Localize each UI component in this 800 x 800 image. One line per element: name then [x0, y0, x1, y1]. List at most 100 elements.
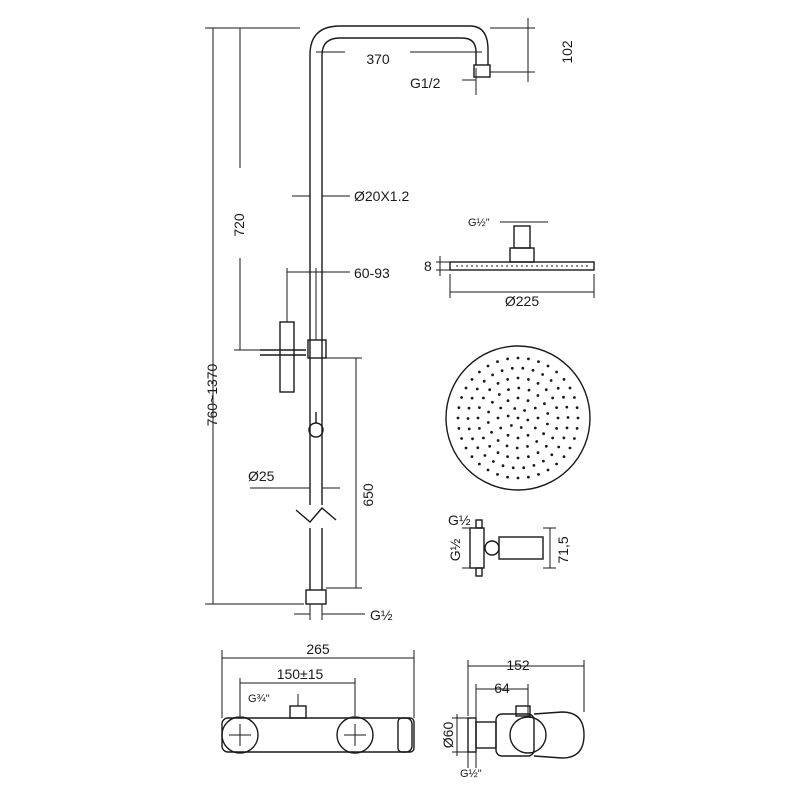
nozzle-dot: [546, 364, 550, 368]
nozzle-dot: [562, 455, 566, 458]
nozzle-dot: [576, 416, 580, 420]
dim-arm-height: 102: [490, 18, 575, 82]
nozzle-dot: [555, 370, 558, 374]
nozzle-dot: [516, 376, 520, 380]
nozzle-dot: [510, 424, 513, 427]
nozzle-dot: [496, 439, 500, 442]
nozzle-dot: [506, 378, 509, 381]
nozzle-dot: [535, 440, 539, 443]
column-front-view: [260, 25, 491, 605]
nozzle-dot: [486, 468, 490, 472]
nozzle-dot: [478, 370, 481, 374]
nozzle-dot: [519, 426, 523, 429]
nozzle-dot: [478, 462, 481, 466]
nozzle-dot: [565, 405, 569, 409]
label-side-thread: G½": [460, 768, 482, 780]
nozzle-dot: [460, 437, 463, 440]
label-side-depth: 152: [506, 657, 530, 673]
nozzle-dot: [488, 388, 492, 392]
dim-pipe-diameter: Ø20X1.2: [292, 188, 409, 204]
nozzle-dot: [482, 379, 486, 383]
nozzle-dot: [536, 382, 540, 385]
nozzle-dot: [526, 433, 530, 437]
nozzle-dot: [536, 416, 540, 420]
nozzle-dot: [557, 445, 561, 449]
nozzle-dot: [491, 400, 494, 404]
label-diverter-thread-top: G½: [448, 512, 471, 528]
shower-head-nozzles: [456, 356, 580, 480]
nozzle-dot: [573, 437, 576, 440]
nozzle-dot: [505, 444, 509, 448]
nozzle-dot: [464, 446, 468, 450]
nozzle-dot: [478, 427, 481, 430]
diverter-view: G½ G½ 71,5: [447, 512, 571, 577]
label-holder-range: 60-93: [354, 265, 390, 281]
nozzle-dot: [496, 382, 500, 385]
nozzle-dot: [460, 396, 463, 399]
dim-holder-range: 60-93: [286, 265, 390, 340]
nozzle-dot: [526, 418, 530, 422]
dim-arm-thread: G1/2: [410, 68, 477, 95]
nozzle-dot: [568, 446, 572, 450]
nozzle-dot: [496, 416, 500, 420]
nozzle-dot: [499, 406, 503, 410]
nozzle-dot: [555, 427, 558, 430]
nozzle-dot: [532, 464, 536, 467]
label-total-height: 760~1370: [204, 363, 220, 426]
nozzle-dot: [527, 388, 531, 392]
nozzle-dot: [496, 473, 499, 476]
nozzle-dot: [555, 406, 558, 409]
nozzle-dot: [531, 368, 535, 372]
nozzle-dot: [486, 421, 490, 424]
nozzle-dot: [573, 396, 576, 399]
nozzle-dot: [556, 386, 560, 390]
label-head-diameter: Ø225: [505, 293, 539, 309]
nozzle-dot: [562, 436, 566, 440]
label-pipe-diameter: Ø20X1.2: [354, 188, 409, 204]
nozzle-dot: [533, 426, 537, 430]
nozzle-dot: [456, 416, 460, 420]
nozzle-dot: [521, 366, 525, 370]
nozzle-dot: [488, 444, 492, 448]
label-diverter-height: 71,5: [555, 536, 571, 563]
nozzle-dot: [516, 436, 520, 440]
label-arm-thread: G1/2: [410, 75, 441, 91]
label-head-thickness: 8: [424, 258, 432, 274]
nozzle-dot: [511, 466, 515, 470]
nozzle-dot: [478, 406, 481, 409]
label-head-thread: G½": [468, 217, 490, 229]
nozzle-dot: [516, 456, 520, 460]
label-side-diameter: Ø60: [440, 722, 456, 749]
nozzle-dot: [492, 460, 495, 463]
nozzle-dot: [496, 360, 499, 363]
nozzle-dot: [562, 395, 565, 399]
nozzle-dot: [475, 387, 479, 391]
label-lower-pipe-length: 650: [360, 483, 376, 507]
dim-base-thread: G½: [294, 604, 393, 623]
label-mixer-outlet-thread: G¾": [248, 693, 270, 705]
nozzle-dot: [464, 386, 468, 390]
nozzle-dot: [466, 417, 470, 420]
nozzle-dot: [470, 455, 474, 458]
nozzle-dot: [544, 444, 548, 448]
nozzle-dot: [546, 468, 550, 472]
nozzle-dot: [566, 416, 570, 419]
nozzle-dot: [575, 427, 579, 430]
nozzle-dot: [533, 406, 537, 410]
nozzle-dot: [565, 426, 569, 430]
shower-head-top-view: [445, 345, 591, 491]
nozzle-dot: [476, 416, 480, 420]
nozzle-dot: [497, 393, 501, 396]
nozzle-dot: [515, 446, 519, 450]
dim-lower-pipe-length: 650: [326, 357, 376, 589]
nozzle-dot: [506, 455, 509, 458]
nozzle-dot: [575, 406, 579, 409]
nozzle-dot: [537, 473, 540, 476]
nozzle-dot: [506, 357, 509, 361]
nozzle-dot: [536, 394, 540, 397]
nozzle-dot: [471, 437, 474, 441]
nozzle-dot: [470, 378, 474, 381]
nozzle-dot: [546, 422, 549, 426]
nozzle-dot: [467, 406, 471, 410]
